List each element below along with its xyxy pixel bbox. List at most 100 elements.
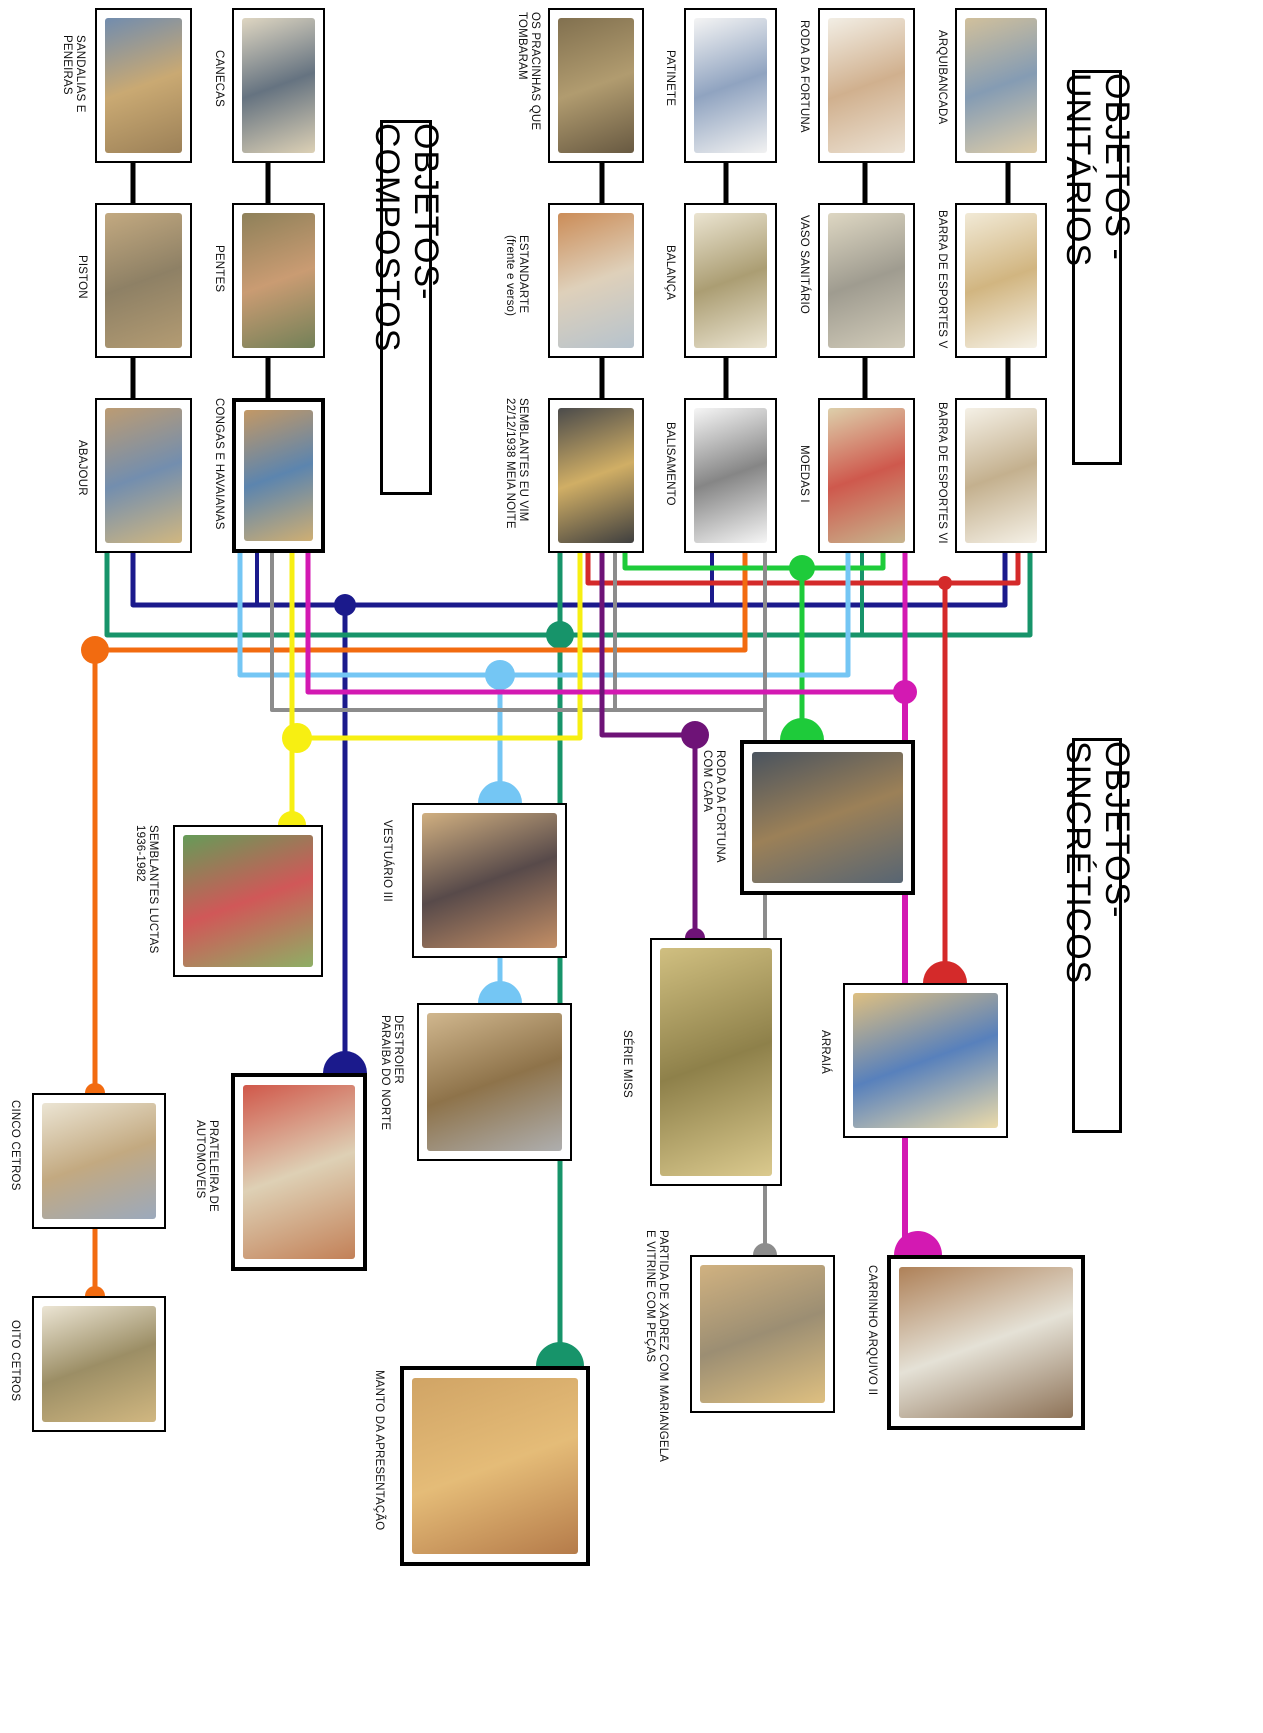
object-label: ABAJOUR xyxy=(75,440,88,496)
object-photo xyxy=(105,213,182,348)
object-label: CINCO CETROS xyxy=(8,1100,21,1191)
object-card-moedas-i xyxy=(818,398,915,553)
navy-terminal xyxy=(323,1051,367,1073)
orange-terminal xyxy=(85,1286,105,1296)
object-card-arraia xyxy=(843,983,1008,1138)
object-label: OITO CETROS xyxy=(8,1320,21,1401)
object-card-pentes xyxy=(232,203,325,358)
lightblue-line xyxy=(240,553,848,675)
object-label: SEMBLANTES EU VIM 22/12/1938 MEIA NOITE xyxy=(503,398,529,529)
object-label: BALISAMENTO xyxy=(663,422,676,506)
object-photo xyxy=(105,408,182,543)
object-label: SÉRIE MISS xyxy=(620,1030,633,1098)
teal-junction xyxy=(546,621,574,649)
section-title-compostos: OBJETOS-COMPOSTOS xyxy=(380,120,432,495)
object-label: DESTROIER PARAIBA DO NORTE xyxy=(378,1015,404,1130)
object-label: OS PRACINHAS QUE TOMBARAM xyxy=(515,12,541,130)
object-photo xyxy=(242,18,315,153)
object-card-vaso-sanitario xyxy=(818,203,915,358)
object-label: VASO SANITÁRIO xyxy=(797,215,810,314)
object-card-arquibancada xyxy=(955,8,1047,163)
orange-junction xyxy=(81,636,109,664)
object-label: PARTIDA DE XADREZ COM MARIANGELA E VITRI… xyxy=(643,1230,669,1462)
object-card-estandarte xyxy=(548,203,644,358)
object-label: RODA DA FORTUNA xyxy=(797,20,810,133)
object-card-carrinho xyxy=(887,1255,1085,1430)
object-card-semblantes-eu-vim xyxy=(548,398,644,553)
object-photo xyxy=(752,752,903,883)
object-card-canecas xyxy=(232,8,325,163)
object-card-cinco-cetros xyxy=(32,1093,166,1229)
lightblue-junction xyxy=(485,660,515,690)
object-card-balisamento xyxy=(684,398,777,553)
object-card-barra-esportes-v xyxy=(955,203,1047,358)
object-card-destroier xyxy=(417,1003,572,1161)
teal-terminal xyxy=(536,1342,584,1366)
object-card-roda-com-capa xyxy=(740,740,915,895)
object-photo xyxy=(243,1085,355,1259)
object-label: BALANÇA xyxy=(663,245,676,300)
object-photo xyxy=(828,213,905,348)
object-card-semblantes-luctas xyxy=(173,825,323,977)
object-label: PATINETE xyxy=(663,50,676,106)
object-photo xyxy=(828,408,905,543)
object-photo xyxy=(965,213,1037,348)
object-photo xyxy=(558,213,634,348)
object-card-manto xyxy=(400,1366,590,1566)
object-photo xyxy=(694,408,767,543)
red-junction xyxy=(938,576,952,590)
object-photo xyxy=(899,1267,1073,1418)
gray-terminal xyxy=(753,1243,777,1255)
navy-line xyxy=(133,553,1005,605)
object-label: ESTANDARTE (frente e verso) xyxy=(503,235,529,316)
section-title-text: OBJETOS-SINCRÉTICOS xyxy=(1058,741,1136,1130)
magenta-line xyxy=(308,553,905,692)
yellow-junction xyxy=(282,723,312,753)
object-photo xyxy=(965,408,1037,543)
object-photo xyxy=(412,1378,578,1554)
object-photo xyxy=(694,213,767,348)
purple-terminal xyxy=(685,928,705,938)
section-title-sincreticos: OBJETOS-SINCRÉTICOS xyxy=(1072,738,1122,1133)
magenta-junction xyxy=(893,680,917,704)
object-photo xyxy=(105,18,182,153)
object-photo xyxy=(183,835,313,967)
object-label: CANECAS xyxy=(212,50,225,107)
object-photo xyxy=(558,408,634,543)
object-card-serie-miss xyxy=(650,938,782,1186)
yellow-terminal xyxy=(278,811,306,825)
object-card-abajour xyxy=(95,398,192,553)
object-photo xyxy=(660,948,772,1176)
object-label: PISTON xyxy=(75,255,88,299)
object-photo xyxy=(242,213,315,348)
object-photo xyxy=(42,1103,156,1219)
object-card-pracinhas xyxy=(548,8,644,163)
object-card-congas xyxy=(232,398,325,553)
object-label: BARRA DE ESPORTES V xyxy=(935,210,948,348)
object-card-xadrez xyxy=(690,1255,835,1413)
object-photo xyxy=(42,1306,156,1422)
object-photo xyxy=(558,18,634,153)
object-label: VESTUÁRIO III xyxy=(380,820,393,902)
object-photo xyxy=(700,1265,825,1403)
object-label: RODA DA FORTUNA COM CAPA xyxy=(700,750,726,863)
object-label: SANDALIAS E PENEIRAS xyxy=(60,35,86,113)
lime-line xyxy=(625,553,883,568)
object-card-balanca xyxy=(684,203,777,358)
section-title-unitarios: OBJETOS - UNITÁRIOS xyxy=(1072,70,1122,465)
object-photo xyxy=(422,813,557,948)
lightblue-terminal xyxy=(478,781,522,803)
object-card-roda-fortuna xyxy=(818,8,915,163)
object-label: PENTES xyxy=(212,245,225,292)
object-card-oito-cetros xyxy=(32,1296,166,1432)
object-label: CONGAS E HAVAIANAS xyxy=(212,398,225,530)
object-label: ARRAIÁ xyxy=(818,1030,831,1074)
object-card-vestuario-iii xyxy=(412,803,567,958)
object-label: SEMBLANTES LUCTAS 1936-1982 xyxy=(133,825,159,953)
object-label: ARQUIBANCADA xyxy=(935,30,948,124)
magenta-terminal xyxy=(894,1231,942,1255)
object-label: MOEDAS I xyxy=(797,445,810,503)
section-title-text: OBJETOS-COMPOSTOS xyxy=(367,123,445,492)
teal-line xyxy=(107,553,1030,635)
lime-terminal xyxy=(780,718,824,740)
